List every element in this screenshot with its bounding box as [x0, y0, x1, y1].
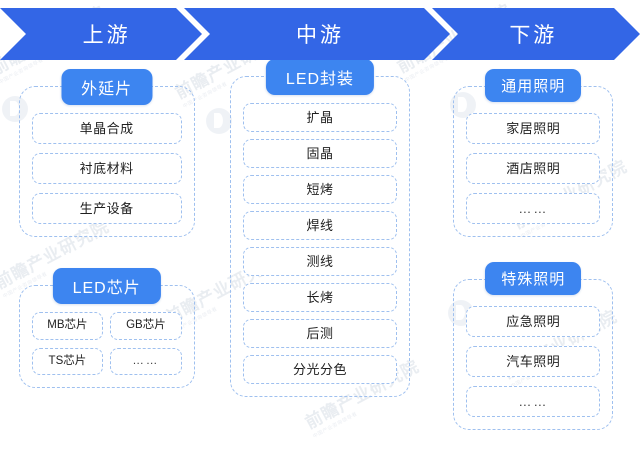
column-midstream: LED封装 扩晶 固晶 短烤 焊线 测线 长烤 后测 分光分色 — [213, 59, 426, 452]
group-special-lighting: 特殊照明 应急照明 汽车照明 …… — [453, 262, 614, 430]
group-items-general-lighting: 家居照明 酒店照明 …… — [466, 113, 601, 224]
list-item[interactable]: 测线 — [242, 247, 397, 276]
group-title-general-lighting[interactable]: 通用照明 — [485, 69, 582, 102]
banner-shape-downstream — [432, 8, 640, 60]
group-led-packaging: LED封装 扩晶 固晶 短烤 焊线 测线 长烤 后测 分光分色 — [229, 59, 410, 397]
list-item[interactable]: 酒店照明 — [466, 153, 601, 184]
banner-segment-midstream[interactable]: 中游 — [295, 24, 344, 47]
list-item[interactable]: 焊线 — [242, 211, 397, 240]
list-item[interactable]: GB芯片 — [110, 312, 182, 340]
list-item[interactable]: 生产设备 — [31, 193, 182, 224]
group-items-led-chip: MB芯片 GB芯片 TS芯片 …… — [31, 312, 182, 375]
group-title-led-chip[interactable]: LED芯片 — [52, 268, 161, 304]
list-item[interactable]: 长烤 — [242, 283, 397, 312]
banner-shape-midstream — [184, 8, 450, 60]
banner-shape-upstream — [0, 8, 202, 60]
list-item[interactable]: MB芯片 — [31, 312, 104, 340]
list-item[interactable]: 后测 — [242, 319, 397, 348]
list-item[interactable]: 衬底材料 — [31, 153, 182, 184]
list-item[interactable]: …… — [110, 347, 182, 375]
list-item[interactable]: 固晶 — [242, 139, 397, 168]
list-item[interactable]: 短烤 — [242, 175, 397, 204]
group-items-epitaxial-wafer: 单晶合成 衬底材料 生产设备 — [31, 113, 182, 224]
list-item[interactable]: 分光分色 — [242, 355, 397, 384]
group-title-special-lighting[interactable]: 特殊照明 — [485, 262, 582, 295]
group-general-lighting: 通用照明 家居照明 酒店照明 …… — [453, 69, 614, 237]
group-items-special-lighting: 应急照明 汽车照明 …… — [466, 306, 601, 417]
group-led-chip: LED芯片 MB芯片 GB芯片 TS芯片 …… — [18, 268, 195, 388]
list-item[interactable]: 扩晶 — [242, 103, 397, 132]
group-items-led-packaging: 扩晶 固晶 短烤 焊线 测线 长烤 后测 分光分色 — [242, 103, 397, 384]
banner-segment-downstream[interactable]: 下游 — [509, 24, 558, 47]
list-item[interactable]: …… — [466, 193, 601, 224]
list-item[interactable]: 家居照明 — [466, 113, 601, 144]
value-chain-banner: 上游 中游 下游 — [0, 8, 640, 60]
group-title-epitaxial-wafer[interactable]: 外延片 — [61, 69, 153, 105]
list-item[interactable]: 应急照明 — [466, 306, 601, 337]
list-item[interactable]: 单晶合成 — [31, 113, 182, 144]
list-item[interactable]: …… — [466, 386, 601, 417]
column-downstream: 通用照明 家居照明 酒店照明 …… 特殊照明 应急照明 汽车照明 …… — [427, 60, 640, 452]
list-item[interactable]: TS芯片 — [31, 347, 104, 375]
banner-segment-upstream[interactable]: 上游 — [82, 24, 131, 47]
group-epitaxial-wafer: 外延片 单晶合成 衬底材料 生产设备 — [18, 69, 195, 237]
column-upstream: 外延片 单晶合成 衬底材料 生产设备 LED芯片 MB芯片 GB芯片 TS芯片 … — [0, 60, 213, 452]
group-title-led-packaging[interactable]: LED封装 — [265, 59, 375, 95]
value-chain-board: 外延片 单晶合成 衬底材料 生产设备 LED芯片 MB芯片 GB芯片 TS芯片 … — [0, 59, 640, 452]
list-item[interactable]: 汽车照明 — [466, 346, 601, 377]
